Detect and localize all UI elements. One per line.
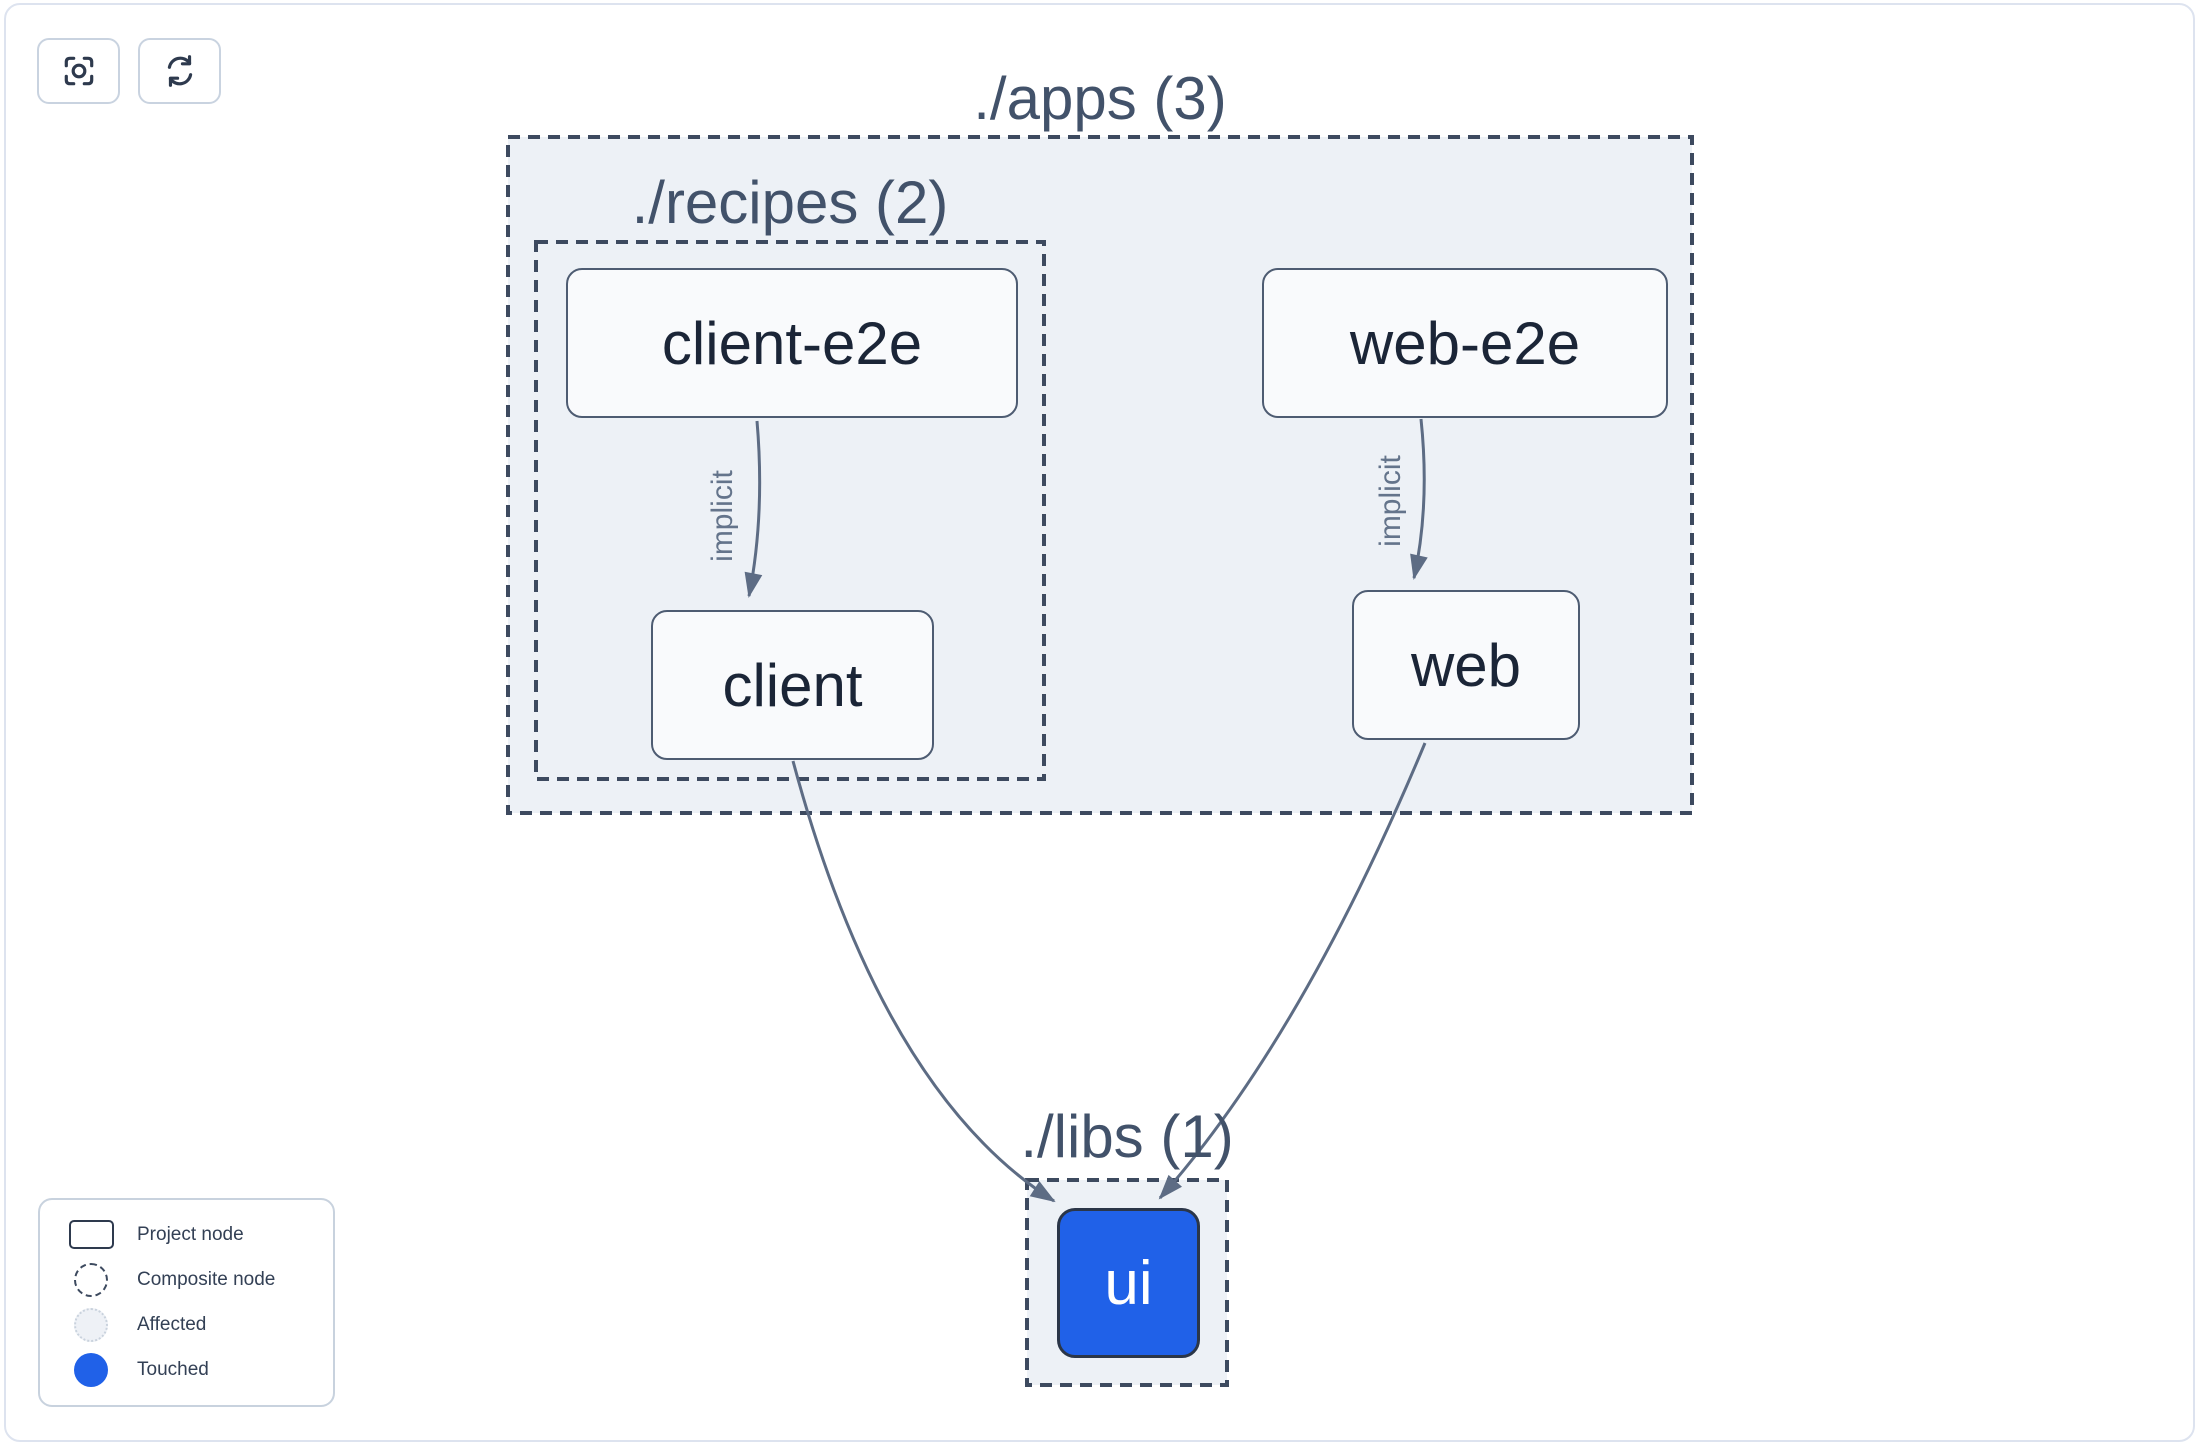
legend-item-affected: Affected [40,1305,333,1345]
project-node-swatch [68,1220,114,1250]
refresh-icon [162,53,198,89]
edge-client-to-ui[interactable] [791,760,1056,1203]
legend-item-touched: Touched [40,1350,333,1390]
focus-icon [61,53,97,89]
center-graph-button[interactable] [37,38,120,104]
legend-label: Project node [137,1223,244,1245]
legend-label: Composite node [137,1268,276,1290]
project-node-ui[interactable]: ui [1057,1208,1200,1358]
legend-label: Touched [137,1359,209,1381]
project-node-client-e2e[interactable]: client-e2e [566,268,1018,418]
affected-swatch [74,1308,108,1343]
project-node-web-e2e[interactable]: web-e2e [1262,268,1668,418]
refresh-graph-button[interactable] [138,38,221,104]
edge-web-to-ui[interactable] [1158,742,1427,1200]
legend-item-composite-node: Composite node [40,1260,333,1300]
composite-node-swatch [74,1262,108,1297]
edge-label-implicit-web: implicit [1374,455,1407,547]
legend-item-project-node: Project node [40,1215,333,1255]
project-node-client[interactable]: client [651,610,934,760]
edge-web-e2e-to-web[interactable] [1410,418,1428,580]
group-label-apps[interactable]: ./apps (3) [973,65,1227,132]
touched-swatch [74,1353,108,1388]
group-label-recipes[interactable]: ./recipes (2) [631,169,949,236]
edge-client-e2e-to-client[interactable] [744,420,763,598]
legend-label: Affected [137,1314,207,1336]
group-label-libs[interactable]: ./libs (1) [1020,1103,1234,1170]
graph-legend: Project node Composite node Affected Tou… [38,1198,335,1407]
project-node-web[interactable]: web [1352,590,1580,740]
graph-toolbar [37,38,221,104]
edge-label-implicit-client: implicit [706,470,739,562]
